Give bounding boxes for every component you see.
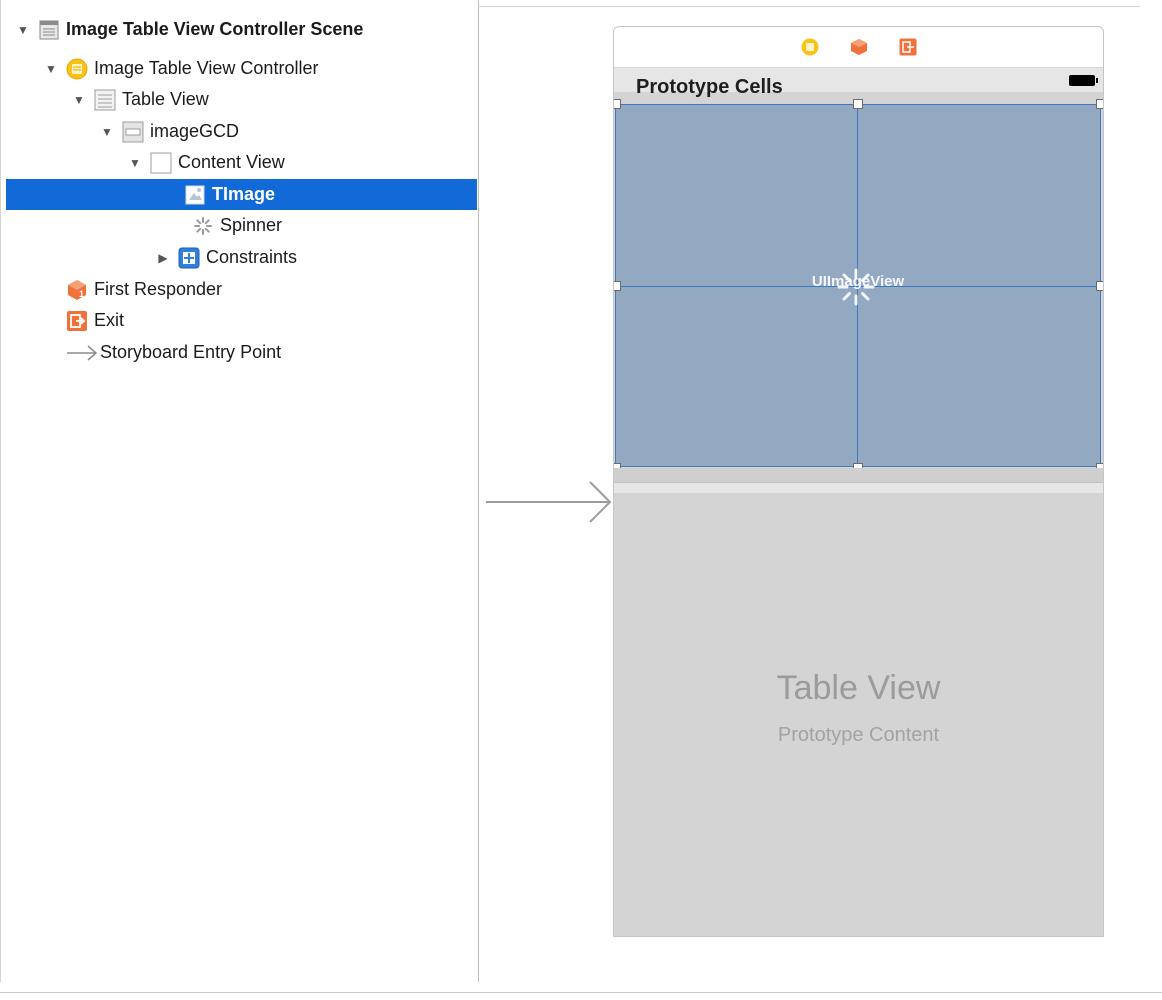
disclosure-expanded-icon[interactable]: ▼ [73,92,85,107]
guide-line-vertical [857,105,858,466]
outline-item-label: Table View [122,89,209,109]
resize-handle[interactable] [853,99,863,109]
outline-item-label: Content View [178,152,285,172]
scene-dock [614,27,1103,68]
entry-arrow-icon [66,342,98,364]
outline-item-storyboard-entry[interactable]: Storyboard Entry Point [58,337,477,368]
outline-item-table-view[interactable]: ▼ Table View [72,84,477,115]
activity-indicator-icon [192,215,214,237]
exit-icon[interactable] [899,38,917,56]
resize-handle[interactable] [1096,99,1103,109]
outline-item-label: Constraints [206,247,298,267]
outline-item-content-view[interactable]: ▼ Content View [128,147,477,178]
disclosure-expanded-icon[interactable]: ▼ [17,22,29,37]
storyboard-entry-arrow-icon[interactable] [486,480,616,524]
disclosure-expanded-icon[interactable]: ▼ [45,61,57,76]
canvas-top-border [478,6,1140,7]
view-controller-canvas[interactable]: Prototype Cells UIImageView Table View P… [613,26,1104,937]
outline-item-view-controller[interactable]: ▼ Image Table View Controller [44,53,477,84]
image-view-icon [184,184,206,206]
prototype-cell-separator [614,468,1103,483]
table-section-footer [614,483,1103,493]
outline-item-timage[interactable]: TImage [6,179,477,210]
activity-indicator-icon[interactable] [836,267,876,307]
bottom-border [0,992,1162,993]
outline-item-spinner[interactable]: Spinner [170,210,477,241]
svg-text:1: 1 [79,289,84,299]
document-outline [0,0,479,982]
disclosure-collapsed-icon[interactable]: ▶ [158,250,168,265]
scene-icon [38,19,60,41]
battery-icon [1069,75,1098,86]
outline-item-exit[interactable]: Exit [58,305,477,336]
outline-item-label: imageGCD [150,121,240,141]
prototype-cells-header [614,68,1103,92]
constraints-icon [178,247,200,269]
outline-item-first-responder[interactable]: 1 First Responder [58,274,477,305]
resize-handle[interactable] [614,99,621,109]
table-view-icon [94,89,116,111]
outline-item-label: Storyboard Entry Point [100,342,282,362]
first-responder-icon: 1 [66,279,88,301]
resize-handle[interactable] [1096,281,1103,291]
outline-item-label: First Responder [94,279,223,299]
table-view-placeholder-subtitle: Prototype Content [777,724,940,746]
guide-line-horizontal [616,286,1100,287]
view-controller-icon[interactable] [801,38,819,56]
resize-handle[interactable] [614,281,621,291]
image-view-selected[interactable]: UIImageView [615,104,1101,467]
disclosure-expanded-icon[interactable]: ▼ [129,155,141,170]
outline-item-label: Image Table View Controller Scene [66,19,364,39]
outline-item-label: TImage [212,184,276,204]
outline-item-label: Exit [94,310,125,330]
outline-item-cell[interactable]: ▼ imageGCD [100,116,477,147]
table-view-placeholder-title: Table View [776,669,941,707]
exit-icon [66,310,88,332]
view-controller-icon [66,58,88,80]
first-responder-icon[interactable] [850,38,868,56]
outline-item-constraints[interactable]: ▶ Constraints [156,242,477,273]
outline-item-label: Image Table View Controller [94,58,319,78]
image-view-label: UIImageView [811,273,905,290]
disclosure-expanded-icon[interactable]: ▼ [101,124,113,139]
table-cell-icon [122,121,144,143]
outline-item-label: Spinner [220,215,283,235]
view-icon [150,152,172,174]
prototype-cells-label: Prototype Cells [636,76,783,98]
outline-item-scene[interactable]: ▼ Image Table View Controller Scene [16,14,493,45]
